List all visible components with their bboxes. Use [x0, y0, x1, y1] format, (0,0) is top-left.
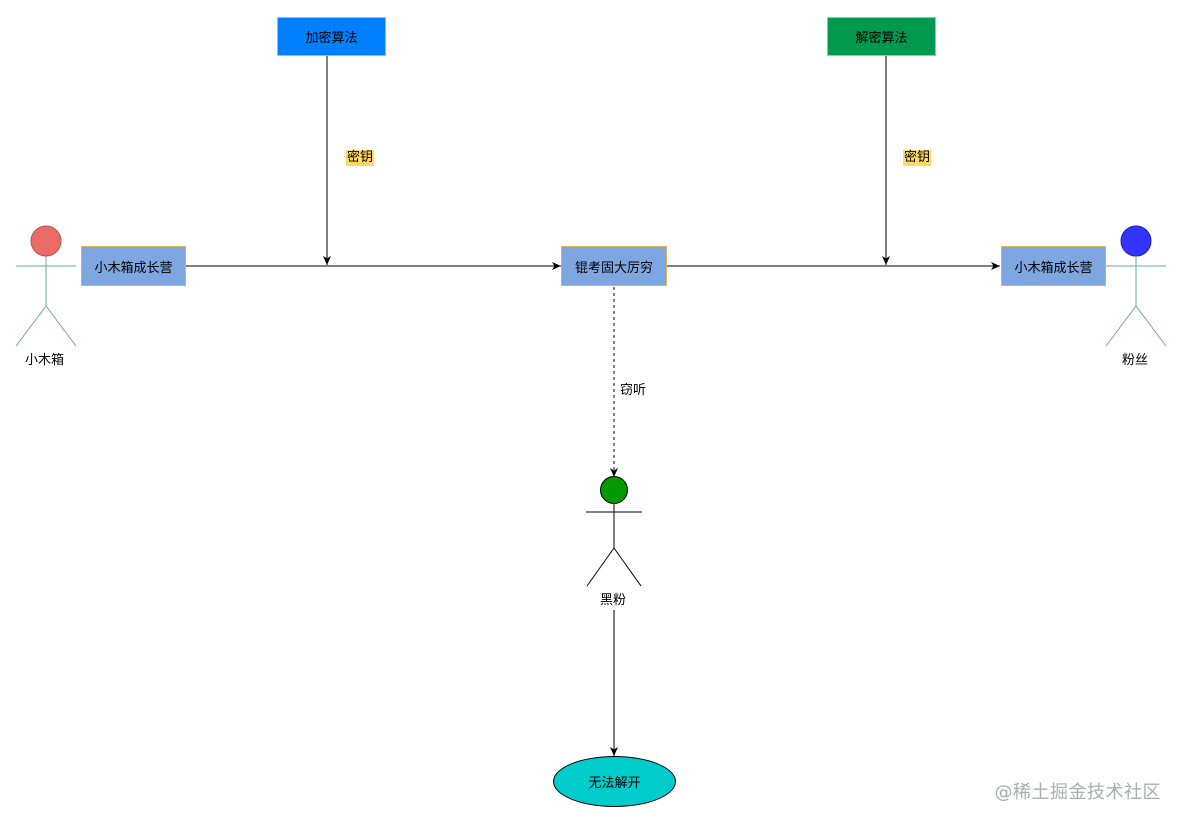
actor-attacker-figure — [586, 476, 642, 587]
actor-sender-label: 小木箱 — [25, 353, 65, 368]
decrypt-algorithm-box: 解密算法 — [827, 17, 936, 56]
key-label-left: 密钥 — [346, 150, 375, 166]
key-label-right: 密钥 — [903, 150, 932, 166]
message-plaintext-right-box: 小木箱成长营 — [1001, 246, 1106, 286]
actor-sender-figure — [15, 225, 77, 347]
actor-receiver-figure — [1105, 225, 1167, 347]
message-plaintext-left-box: 小木箱成长营 — [81, 246, 186, 286]
actor-attacker-label: 黑粉 — [600, 593, 627, 608]
actor-attacker-head — [600, 476, 628, 504]
actor-sender-head — [30, 225, 62, 257]
actor-receiver-label: 粉丝 — [1122, 353, 1149, 368]
actor-receiver-head — [1120, 225, 1152, 257]
encrypt-algorithm-box: 加密算法 — [277, 17, 386, 56]
eavesdrop-label: 窃听 — [620, 383, 647, 398]
outcome-oval: 无法解开 — [553, 756, 676, 807]
watermark: @稀土掘金技术社区 — [994, 782, 1161, 803]
message-ciphertext-box: 锟考固大厉穷 — [561, 246, 667, 286]
